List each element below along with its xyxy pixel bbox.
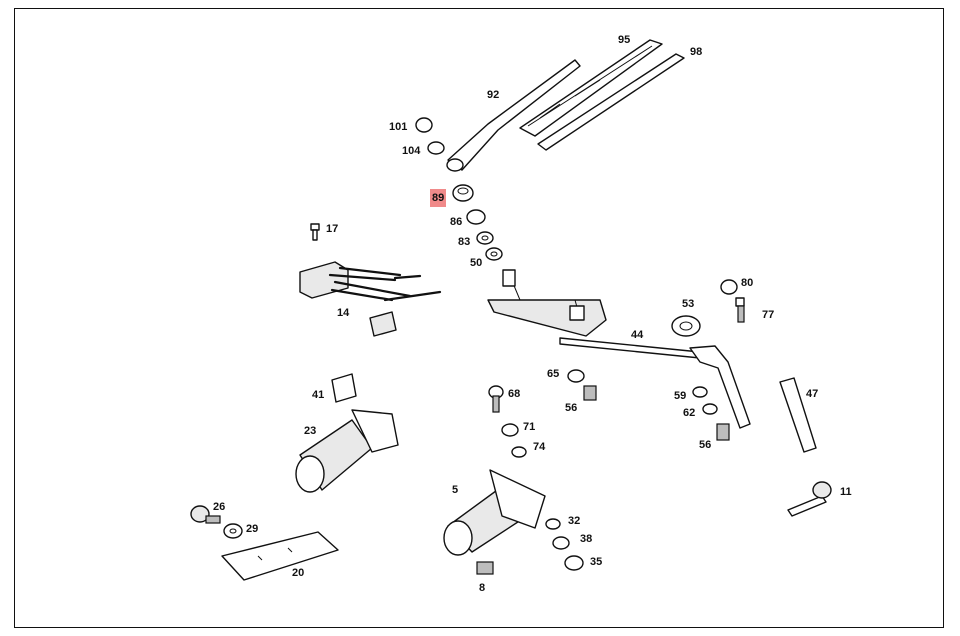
bolt-26[interactable] [190,505,221,524]
crank-arm[interactable] [689,345,751,429]
clip-59[interactable] [692,386,708,398]
label-59: 59 [674,390,687,402]
label-44: 44 [631,329,644,341]
washer-29[interactable] [223,523,243,539]
link-rod-44[interactable] [559,337,701,359]
label-71: 71 [523,421,536,433]
label-50: 50 [470,257,483,269]
label-26: 26 [213,501,226,513]
wiper-blade-95[interactable] [519,39,663,137]
grommet-53[interactable] [671,315,701,337]
label-62: 62 [683,407,696,419]
nut-35[interactable] [564,555,584,571]
label-8: 8 [479,582,486,594]
label-104: 104 [402,145,421,157]
washer-62[interactable] [702,403,718,415]
label-80: 80 [741,277,754,289]
washer-32[interactable] [545,518,561,530]
label-23: 23 [304,425,317,437]
label-92: 92 [487,89,500,101]
label-77: 77 [762,309,775,321]
wiper-arm-92[interactable] [446,59,581,172]
nut-86[interactable] [466,209,486,225]
label-5: 5 [452,484,459,496]
cap-101[interactable] [415,117,433,133]
nut-56-right[interactable] [716,423,730,441]
washer-50[interactable] [485,247,503,261]
cover-41[interactable] [331,373,357,403]
bracket-plate-20[interactable] [221,531,339,581]
screw-17[interactable] [310,223,320,241]
plug-8[interactable] [476,561,494,575]
washer-83[interactable] [476,231,494,245]
cap-80[interactable] [720,279,738,295]
clip-71[interactable] [501,423,519,437]
label-14: 14 [337,307,350,319]
label-32: 32 [568,515,581,527]
bolt-68[interactable] [488,385,504,413]
wiring-harness-14[interactable] [299,261,442,337]
wiper-linkage-frame[interactable] [487,269,607,337]
label-83: 83 [458,236,471,248]
label-47: 47 [806,388,819,400]
label-53: 53 [682,298,695,310]
blade-insert-98[interactable] [537,53,685,151]
label-68: 68 [508,388,521,400]
label-56-left: 56 [565,402,578,414]
label-89[interactable]: 89 [430,189,447,207]
motor-5[interactable] [443,469,546,556]
label-74: 74 [533,441,546,453]
label-29: 29 [246,523,259,535]
label-65: 65 [547,368,560,380]
label-38: 38 [580,533,593,545]
nut-104[interactable] [427,141,445,155]
label-11: 11 [840,486,852,498]
washer-74[interactable] [511,446,527,458]
label-17: 17 [326,223,339,235]
label-35: 35 [590,556,603,568]
label-20: 20 [292,567,305,579]
bolt-77[interactable] [735,297,745,323]
motor-23[interactable] [295,409,399,493]
label-95: 95 [618,34,631,46]
label-98: 98 [690,46,703,58]
lever-47[interactable] [779,377,817,453]
bracket-11[interactable] [787,481,832,517]
label-41: 41 [312,389,325,401]
lock-washer-65[interactable] [567,369,585,383]
lock-washer-38[interactable] [552,536,570,550]
nut-56-left[interactable] [583,385,597,401]
label-56-right: 56 [699,439,712,451]
label-86: 86 [450,216,463,228]
seal-89[interactable] [452,184,474,202]
label-101: 101 [389,121,408,133]
